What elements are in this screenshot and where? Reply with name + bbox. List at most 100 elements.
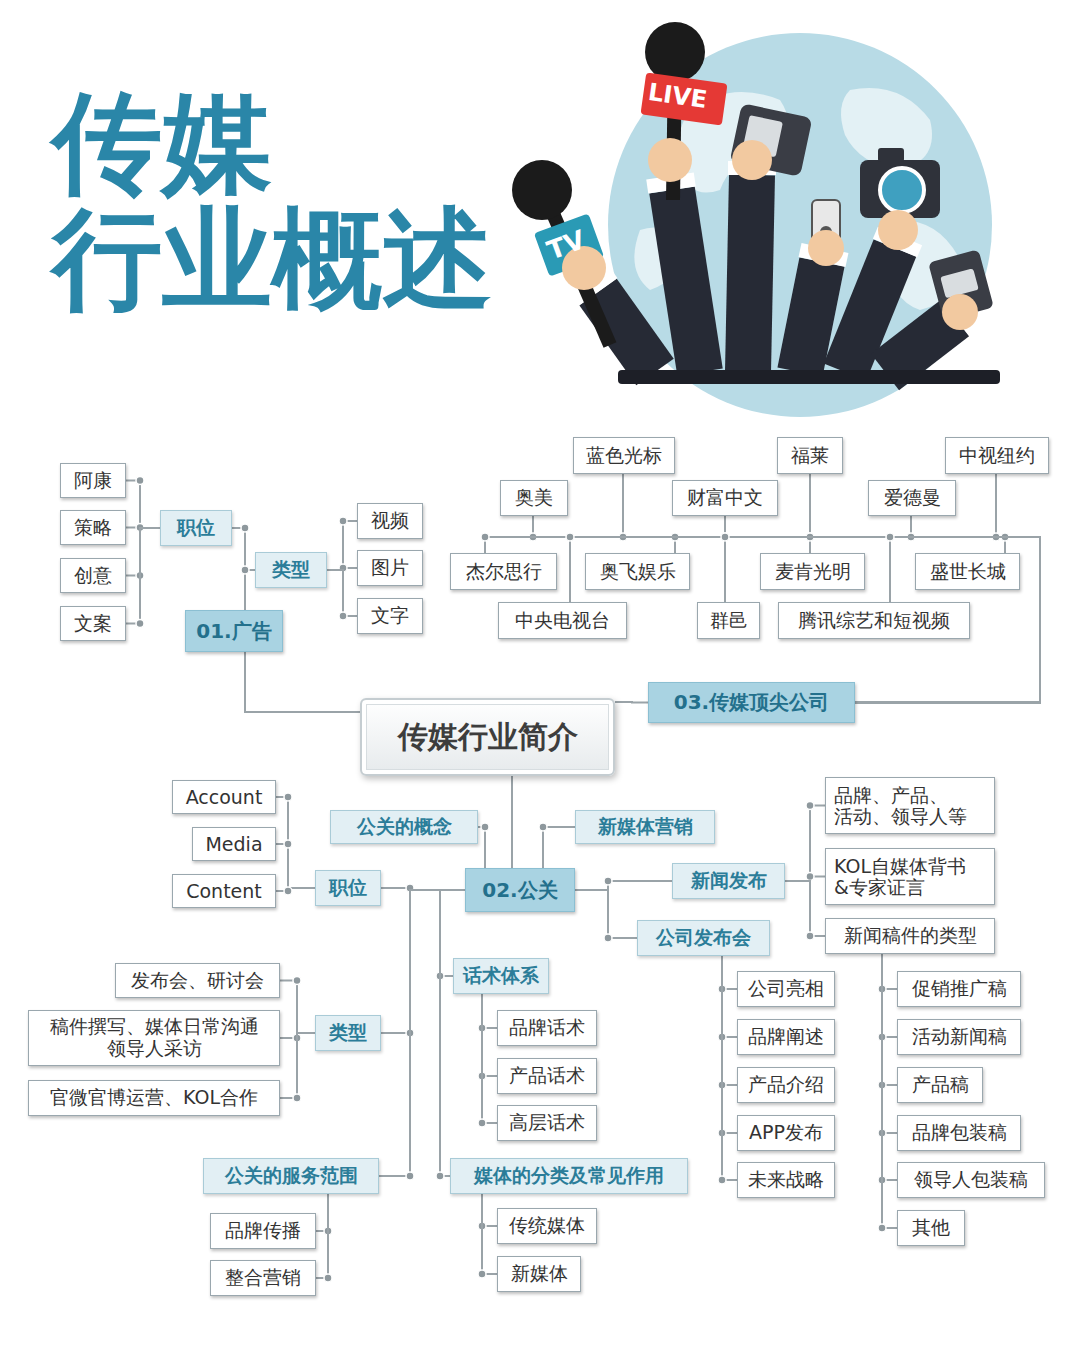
category-box: 职位 xyxy=(160,510,232,546)
connector xyxy=(478,827,485,868)
illustration-shape xyxy=(880,168,924,212)
leaf-box: 杰尔思行 xyxy=(450,553,557,590)
node-text: 传媒行业简介 xyxy=(398,717,578,758)
node-text: 中视纽约 xyxy=(959,443,1035,469)
connector xyxy=(440,890,465,1176)
connector xyxy=(722,956,737,989)
connector xyxy=(725,537,1040,703)
connector xyxy=(882,954,897,1085)
node-text: APP发布 xyxy=(749,1120,823,1146)
category-box: 类型 xyxy=(315,1015,381,1051)
illustration-shape xyxy=(808,230,844,266)
flag-label: TV xyxy=(543,224,589,265)
hands xyxy=(590,161,965,372)
leaf-box: 品牌阐述 xyxy=(737,1019,835,1055)
leaf-box: 视频 xyxy=(357,503,423,539)
connector xyxy=(280,981,315,1034)
category-box: 新闻发布 xyxy=(672,863,785,899)
leaf-box: 品牌话术 xyxy=(497,1010,597,1046)
node-text: 公关的服务范围 xyxy=(225,1163,358,1189)
node-text: 产品稿 xyxy=(912,1072,969,1098)
node-text: 公司亮相 xyxy=(748,976,824,1002)
connector xyxy=(722,956,737,1180)
leaf-box: 新媒体 xyxy=(497,1256,581,1292)
leaf-box: 发布会、研讨会 xyxy=(115,963,280,998)
connector xyxy=(126,528,160,624)
leaf-box: 中央电视台 xyxy=(498,602,627,639)
connector xyxy=(126,481,160,529)
node-text: 奥飞娱乐 xyxy=(600,559,676,585)
connector xyxy=(327,570,357,616)
illustration-shape xyxy=(878,148,904,162)
category-box: 媒体的分类及常见作用 xyxy=(450,1158,688,1194)
leaf-box: 官微官博运营、KOL合作 xyxy=(28,1080,280,1116)
junction-dot xyxy=(604,934,612,942)
junction-dot xyxy=(136,477,144,485)
connector xyxy=(280,1033,315,1098)
junction-dot xyxy=(478,1119,486,1127)
connector xyxy=(316,1194,328,1278)
junction-dot xyxy=(721,533,729,541)
node-text: KOL自媒体背书 &专家证言 xyxy=(834,856,986,898)
junction-dot xyxy=(721,533,729,541)
leaf-box: 中视纽约 xyxy=(945,437,1049,474)
illustration-shape xyxy=(940,268,979,298)
leaf-box: 图片 xyxy=(357,550,423,586)
leaf-box: 促销推广稿 xyxy=(897,971,1021,1007)
connector xyxy=(379,890,465,1176)
leaf-box: 品牌包装稿 xyxy=(897,1115,1021,1151)
junction-dot xyxy=(324,1274,332,1282)
node-text: Content xyxy=(186,880,262,902)
connector xyxy=(485,537,1040,703)
leaf-box: 群邑 xyxy=(697,602,760,639)
leaf-box: 整合营销 xyxy=(210,1260,316,1296)
junction-dot xyxy=(339,612,347,620)
junction-dot xyxy=(806,873,814,881)
junction-dot xyxy=(566,533,574,541)
node-text: 品牌、产品、 活动、领导人等 xyxy=(834,785,986,827)
title: 传媒 行业概述 xyxy=(52,86,522,317)
connector xyxy=(882,954,897,1037)
junction-dot xyxy=(806,802,814,810)
leaf-box: APP发布 xyxy=(737,1115,835,1151)
node-text: 促销推广稿 xyxy=(912,976,1007,1002)
leaf-box: 爱德曼 xyxy=(868,480,956,516)
root-box: 传媒行业简介 xyxy=(360,698,615,776)
illustration-shape xyxy=(732,140,772,180)
note-box: KOL自媒体背书 &专家证言 xyxy=(825,848,995,905)
illustration-shape xyxy=(512,160,572,220)
connector xyxy=(327,521,357,570)
note-box: 品牌、产品、 活动、领导人等 xyxy=(825,777,995,834)
junction-dot xyxy=(604,877,612,885)
connector xyxy=(722,956,737,1085)
leaf-box: 麦肯光明 xyxy=(760,553,865,590)
node-text: 财富中文 xyxy=(687,485,763,511)
leaf-box: 产品话术 xyxy=(497,1058,597,1094)
illustration-shape xyxy=(800,262,822,372)
connector xyxy=(543,827,575,868)
node-text: 新媒体 xyxy=(511,1261,568,1287)
node-text: 活动新闻稿 xyxy=(912,1024,1007,1050)
node-text: 品牌包装稿 xyxy=(912,1120,1007,1146)
node-text: 视频 xyxy=(371,508,409,534)
connector xyxy=(722,956,737,1133)
leaf-box: 策略 xyxy=(60,510,126,545)
node-text: 文字 xyxy=(371,603,409,629)
leaf-box: 文案 xyxy=(60,606,126,641)
node-text: 盛世长城 xyxy=(930,559,1006,585)
node-text: 类型 xyxy=(272,557,310,583)
connector xyxy=(785,806,825,882)
leaf-box: Content xyxy=(172,874,276,908)
node-text: 传统媒体 xyxy=(509,1213,585,1239)
node-text: 发布会、研讨会 xyxy=(131,968,264,994)
node-text: 腾讯综艺和短视频 xyxy=(798,608,950,634)
node-text: 新闻稿件的类型 xyxy=(844,923,977,949)
leaf-box: 奥飞娱乐 xyxy=(585,553,690,590)
connector xyxy=(276,797,315,888)
junction-dot xyxy=(241,524,249,532)
category-box: 公关的概念 xyxy=(330,810,478,844)
leaf-box: Account xyxy=(172,780,276,814)
junction-dot xyxy=(539,823,547,831)
junction-dot xyxy=(481,533,489,541)
illustration-shape xyxy=(748,175,752,372)
